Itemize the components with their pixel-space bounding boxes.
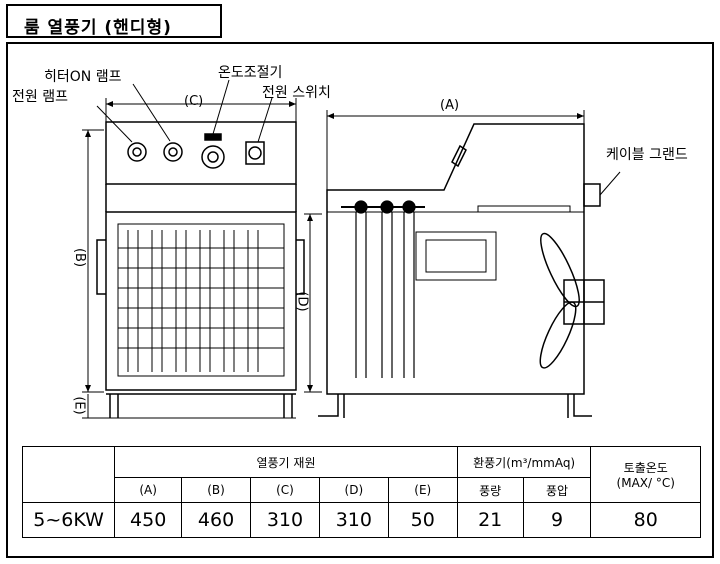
col-header-air-pressure: 풍압: [522, 477, 592, 503]
right-handle: [296, 239, 305, 295]
outlet-temp-header: 토출온도 (MAX/ °C): [590, 446, 701, 503]
heater-body-front: [105, 211, 297, 391]
col-header-a: (A): [114, 477, 183, 503]
air-volume-cell: 21: [456, 502, 524, 538]
heating-elements: [341, 200, 425, 378]
temp-control-label: 온도조절기: [218, 65, 283, 81]
outlet-temp-title: 토출온도: [623, 461, 668, 475]
table-row: 5~6KW 450 460 310 310 50 21 9 80: [21, 502, 701, 538]
dim-e-label: (E): [71, 396, 87, 415]
model-cell: 5~6KW: [21, 502, 116, 538]
dim-b-label: (B): [72, 247, 88, 268]
dim-c-label: (C): [184, 94, 204, 109]
fan-icon: [539, 232, 605, 369]
value-d-cell: 310: [318, 502, 389, 538]
temp-control-knob-icon: [201, 145, 225, 169]
value-a-cell: 450: [114, 502, 183, 538]
spec-table: 열풍기 재원 환풍기(m³/mmAq) 토출온도 (MAX/ °C) (A) (…: [21, 446, 701, 538]
heater-spec-header: 열풍기 재원: [114, 446, 458, 478]
power-switch-icon: [245, 141, 265, 165]
outlet-temp-unit: (MAX/ °C): [616, 476, 675, 490]
heater-on-lamp-icon: [163, 142, 183, 162]
title-box: 룸 열풍기 (핸디형): [6, 4, 222, 38]
value-c-cell: 310: [250, 502, 320, 538]
col-header-c: (C): [250, 477, 320, 503]
value-b-cell: 460: [181, 502, 251, 538]
dim-a-label: (A): [440, 98, 460, 113]
power-lamp-label: 전원 램프: [12, 89, 68, 105]
cable-gland-label: 케이블 그랜드: [606, 147, 688, 163]
col-header-e: (E): [387, 477, 458, 503]
page-title: 룸 열풍기 (핸디형): [24, 18, 172, 38]
outlet-temp-cell: 80: [590, 502, 701, 538]
col-header-air-volume: 풍량: [456, 477, 524, 503]
power-switch-label: 전원 스위치: [262, 85, 331, 101]
fan-spec-header: 환풍기(m³/mmAq): [456, 446, 592, 478]
left-handle: [96, 239, 106, 295]
table-corner-cell: [21, 446, 116, 503]
drawing-frame: [6, 42, 714, 558]
value-e-cell: 50: [387, 502, 458, 538]
dim-d-label: (D): [294, 291, 310, 312]
vent-louvers: [117, 223, 285, 377]
col-header-d: (D): [318, 477, 389, 503]
cable-gland-icon: [583, 183, 601, 207]
air-pressure-cell: 9: [522, 502, 592, 538]
heater-body-side: [326, 123, 585, 395]
col-header-b: (B): [181, 477, 251, 503]
heater-on-lamp-label: 히터ON 램프: [44, 69, 122, 85]
control-panel: [105, 121, 297, 185]
power-lamp-icon: [127, 142, 147, 162]
